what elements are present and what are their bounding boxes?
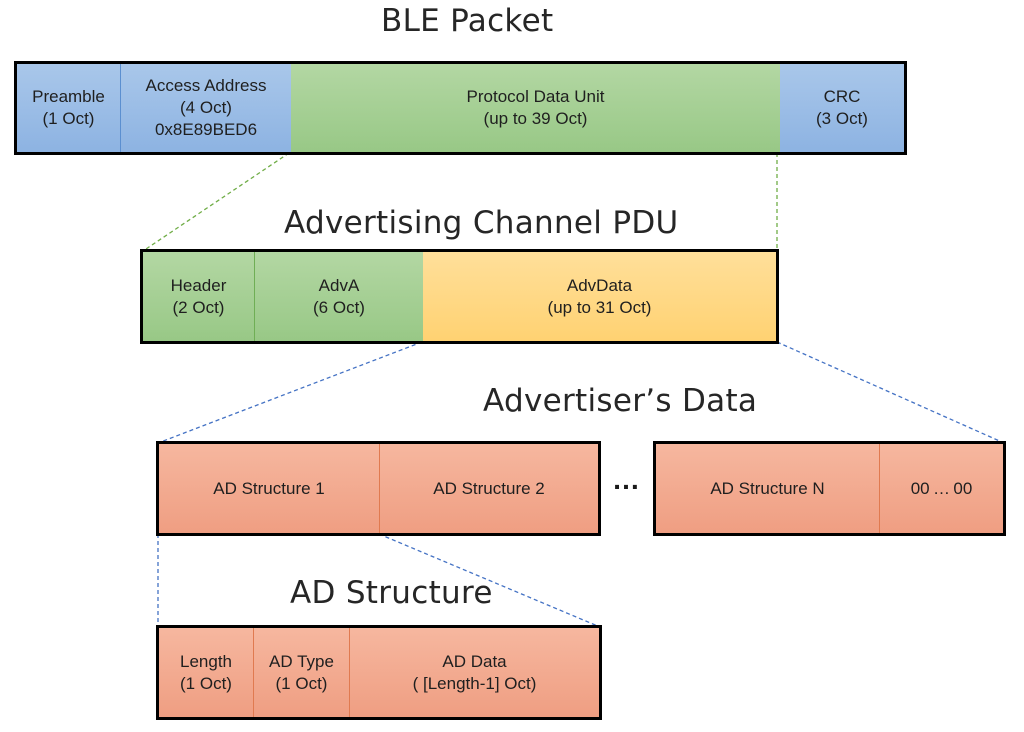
ad-structure-2-label: AD Structure 2 bbox=[433, 478, 545, 498]
preamble-field: Preamble (1 Oct) bbox=[17, 64, 121, 152]
ad-data-field: AD Data ( [Length-1] Oct) bbox=[350, 628, 599, 717]
zero-padding-field: 00 … 00 bbox=[880, 444, 1003, 533]
preamble-size: (1 Oct) bbox=[42, 109, 95, 128]
header-size: (2 Oct) bbox=[172, 297, 225, 317]
connector-advdata-right bbox=[776, 341, 1005, 444]
connector-advdata-left bbox=[157, 341, 423, 444]
zero-padding-label: 00 … 00 bbox=[910, 478, 973, 498]
protocol-data-unit-field: Protocol Data Unit (up to 39 Oct) bbox=[291, 64, 780, 152]
preamble-label: Preamble bbox=[32, 87, 105, 106]
ad-type-field: AD Type (1 Oct) bbox=[254, 628, 350, 717]
advertiser-data-bar-left: AD Structure 1 AD Structure 2 bbox=[156, 441, 601, 536]
crc-field: CRC (3 Oct) bbox=[780, 64, 904, 152]
advdata-size: (up to 31 Oct) bbox=[547, 297, 652, 317]
connector-ad-structure-right bbox=[378, 533, 601, 628]
adv-pdu-title: Advertising Channel PDU bbox=[284, 205, 679, 241]
length-label: Length bbox=[180, 651, 232, 671]
pdu-label: Protocol Data Unit bbox=[466, 87, 605, 106]
ble-packet-bar: Preamble (1 Oct) Access Address (4 Oct) … bbox=[14, 61, 907, 155]
adva-size: (6 Oct) bbox=[313, 297, 365, 317]
access-address-value: 0x8E89BED6 bbox=[154, 120, 258, 139]
advdata-label: AdvData bbox=[566, 275, 633, 295]
adva-label: AdvA bbox=[318, 275, 360, 295]
ad-type-size: (1 Oct) bbox=[275, 673, 328, 693]
access-address-label: Access Address bbox=[145, 76, 267, 95]
adva-field: AdvA (6 Oct) bbox=[255, 252, 423, 341]
ad-data-label: AD Data bbox=[442, 651, 507, 671]
advertiser-data-title: Advertiser’s Data bbox=[483, 383, 758, 419]
ad-structure-bar: Length (1 Oct) AD Type (1 Oct) AD Data (… bbox=[156, 625, 602, 720]
adv-pdu-bar: Header (2 Oct) AdvA (6 Oct) AdvData (up … bbox=[140, 249, 779, 344]
ad-structure-n-label: AD Structure N bbox=[710, 478, 825, 498]
ad-structure-1-label: AD Structure 1 bbox=[213, 478, 325, 498]
access-address-size: (4 Oct) bbox=[180, 98, 232, 117]
length-field: Length (1 Oct) bbox=[159, 628, 254, 717]
ad-structure-n-field: AD Structure N bbox=[656, 444, 880, 533]
header-label: Header bbox=[170, 275, 227, 295]
ad-structure-title: AD Structure bbox=[290, 575, 493, 611]
advertiser-data-bar-right: AD Structure N 00 … 00 bbox=[653, 441, 1006, 536]
ad-structure-1-field: AD Structure 1 bbox=[159, 444, 380, 533]
ad-type-label: AD Type bbox=[269, 651, 334, 671]
access-address-field: Access Address (4 Oct) 0x8E89BED6 bbox=[121, 64, 291, 152]
advdata-field: AdvData (up to 31 Oct) bbox=[423, 252, 776, 341]
crc-size: (3 Oct) bbox=[816, 109, 868, 128]
crc-label: CRC bbox=[823, 87, 861, 106]
header-field: Header (2 Oct) bbox=[143, 252, 255, 341]
ad-structure-2-field: AD Structure 2 bbox=[380, 444, 598, 533]
ad-data-size: ( [Length-1] Oct) bbox=[412, 673, 537, 693]
connector-pdu-left bbox=[142, 152, 290, 252]
pdu-size: (up to 39 Oct) bbox=[483, 109, 588, 128]
length-size: (1 Oct) bbox=[180, 673, 232, 693]
ellipsis-separator: … bbox=[612, 464, 641, 495]
ble-packet-title: BLE Packet bbox=[381, 3, 554, 39]
